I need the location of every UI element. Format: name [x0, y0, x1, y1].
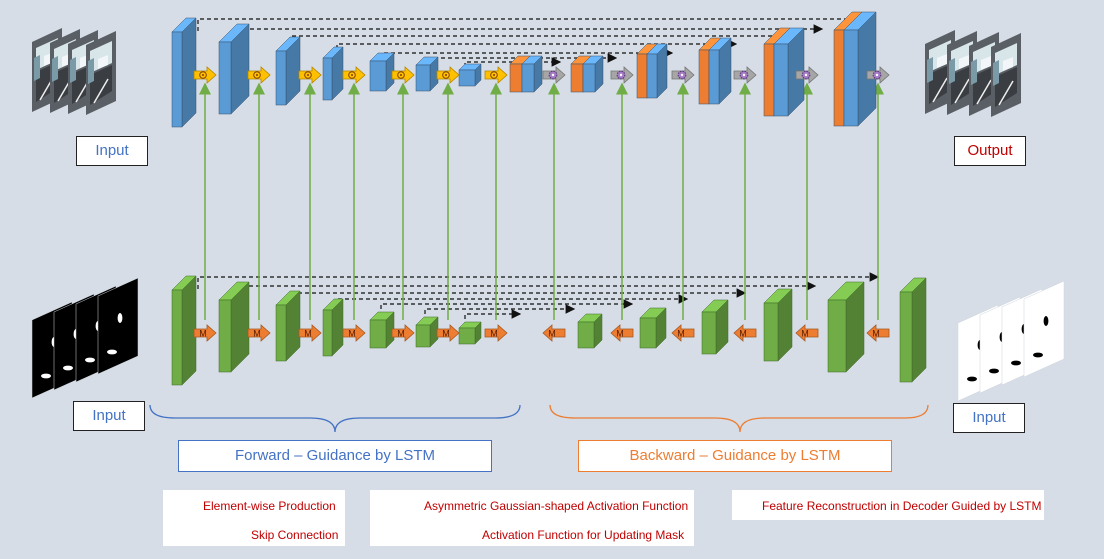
legend-panel-2: Asymmetric Gaussian-shaped Activation Fu…	[370, 490, 694, 546]
legend-gaussian-text: Asymmetric Gaussian-shaped Activation Fu…	[424, 499, 689, 513]
encoder-block	[458, 63, 482, 87]
elementwise-arrow-icon	[342, 66, 366, 84]
skip-connection-top	[240, 24, 824, 41]
input-mask-label-right: Input	[953, 403, 1025, 433]
svg-text:M: M	[348, 329, 356, 339]
reconstruction-arrow-icon	[542, 66, 566, 84]
legend-update-mask-text: Activation Function for Updating Mask	[482, 528, 685, 542]
mask-frame-left	[97, 277, 139, 375]
input-mask-label-left: Input	[73, 401, 145, 431]
mask-encoder-block	[218, 281, 250, 373]
input-label-top: Input	[76, 136, 148, 166]
svg-text:M: M	[253, 329, 261, 339]
mask-encoder-block	[458, 321, 482, 345]
svg-text:M: M	[199, 329, 207, 339]
feature-blocks	[171, 11, 927, 386]
mask-encoder-block	[275, 290, 301, 362]
mask-arrow-icon: M	[484, 324, 508, 342]
input-frame	[86, 31, 116, 115]
elementwise-arrow-icon	[391, 66, 415, 84]
mask-arrow-icon: M	[542, 324, 566, 342]
group-braces	[149, 404, 929, 433]
forward-group-label: Forward – Guidance by LSTM	[178, 440, 492, 472]
mask-arrow-icon: M	[795, 324, 819, 342]
mask-encoder-block	[322, 298, 344, 357]
encoder-block	[275, 36, 301, 106]
mask-arrow-icon: M	[733, 324, 757, 342]
svg-text:M: M	[548, 329, 556, 339]
output-label-top: Output	[954, 136, 1026, 166]
svg-text:M: M	[397, 329, 405, 339]
encoder-block	[171, 17, 197, 128]
mask-arrow-icon: M	[193, 324, 217, 342]
reconstruction-arrow-icon	[795, 66, 819, 84]
svg-text:M: M	[872, 329, 880, 339]
mask-decoder-block	[577, 313, 603, 349]
svg-text:M: M	[442, 329, 450, 339]
svg-text:M: M	[616, 329, 624, 339]
decoder-feature-block	[646, 43, 668, 99]
elementwise-arrow-icon	[484, 66, 508, 84]
mask-decoder-block	[899, 277, 927, 383]
skip-connection-top	[197, 14, 868, 31]
forward-brace	[149, 404, 521, 433]
skip-connection-bottom	[239, 281, 817, 298]
reconstruction-arrow-icon	[866, 66, 890, 84]
legend-panel-3: Feature Reconstruction in Decoder Guided…	[732, 490, 1044, 520]
svg-text:M: M	[677, 329, 685, 339]
mask-arrow-icon: M	[671, 324, 695, 342]
legend-elementwise-text: Element-wise Production	[203, 499, 336, 513]
elementwise-arrow-icon	[298, 66, 322, 84]
legend-reconstruction-text: Feature Reconstruction in Decoder Guided…	[762, 499, 1042, 513]
mask-decoder-block	[763, 288, 793, 362]
mask-arrow-icon: M	[298, 324, 322, 342]
mask-arrow-icon: M	[342, 324, 366, 342]
mask-decoder-block	[639, 307, 667, 349]
mask-decoder-block	[827, 281, 865, 373]
legend-skip-text: Skip Connection	[251, 528, 339, 542]
output-frame	[991, 33, 1021, 117]
elementwise-arrow-icon	[436, 66, 460, 84]
mask-arrow-icon: M	[247, 324, 271, 342]
reconstruction-arrow-icon	[733, 66, 757, 84]
backward-brace	[549, 404, 929, 433]
svg-text:M: M	[801, 329, 809, 339]
skip-connection-top	[336, 39, 738, 56]
svg-text:M: M	[490, 329, 498, 339]
encoder-block	[218, 23, 250, 115]
decoder-feature-block	[708, 37, 732, 105]
backward-group-label: Backward – Guidance by LSTM	[578, 440, 892, 472]
mask-frame-right	[1023, 280, 1065, 378]
svg-text:M: M	[739, 329, 747, 339]
gaussian-activation-arrows	[199, 82, 884, 320]
svg-text:M: M	[304, 329, 312, 339]
skip-connection-bottom	[197, 272, 880, 289]
mask-encoder-block	[415, 316, 439, 348]
reconstruction-arrow-icon	[610, 66, 634, 84]
mask-arrow-icon: M	[866, 324, 890, 342]
image-stacks	[31, 28, 1065, 402]
decoder-feature-block	[843, 11, 877, 127]
encoder-block	[415, 56, 439, 92]
elementwise-arrow-icon	[193, 66, 217, 84]
mask-arrow-icon: M	[436, 324, 460, 342]
decoder-feature-block	[582, 55, 604, 93]
encoder-block	[369, 52, 395, 92]
encoder-block	[322, 46, 344, 101]
mask-encoder-block	[171, 275, 197, 386]
mask-decoder-block	[701, 299, 729, 355]
decoder-feature-block	[521, 55, 543, 93]
mask-arrow-icon: M	[391, 324, 415, 342]
reconstruction-arrow-icon	[671, 66, 695, 84]
mask-encoder-block	[369, 311, 395, 349]
mask-arrow-icon: M	[610, 324, 634, 342]
legend-panel-1: Element-wise Production Skip Connection	[163, 490, 345, 546]
elementwise-arrow-icon	[247, 66, 271, 84]
